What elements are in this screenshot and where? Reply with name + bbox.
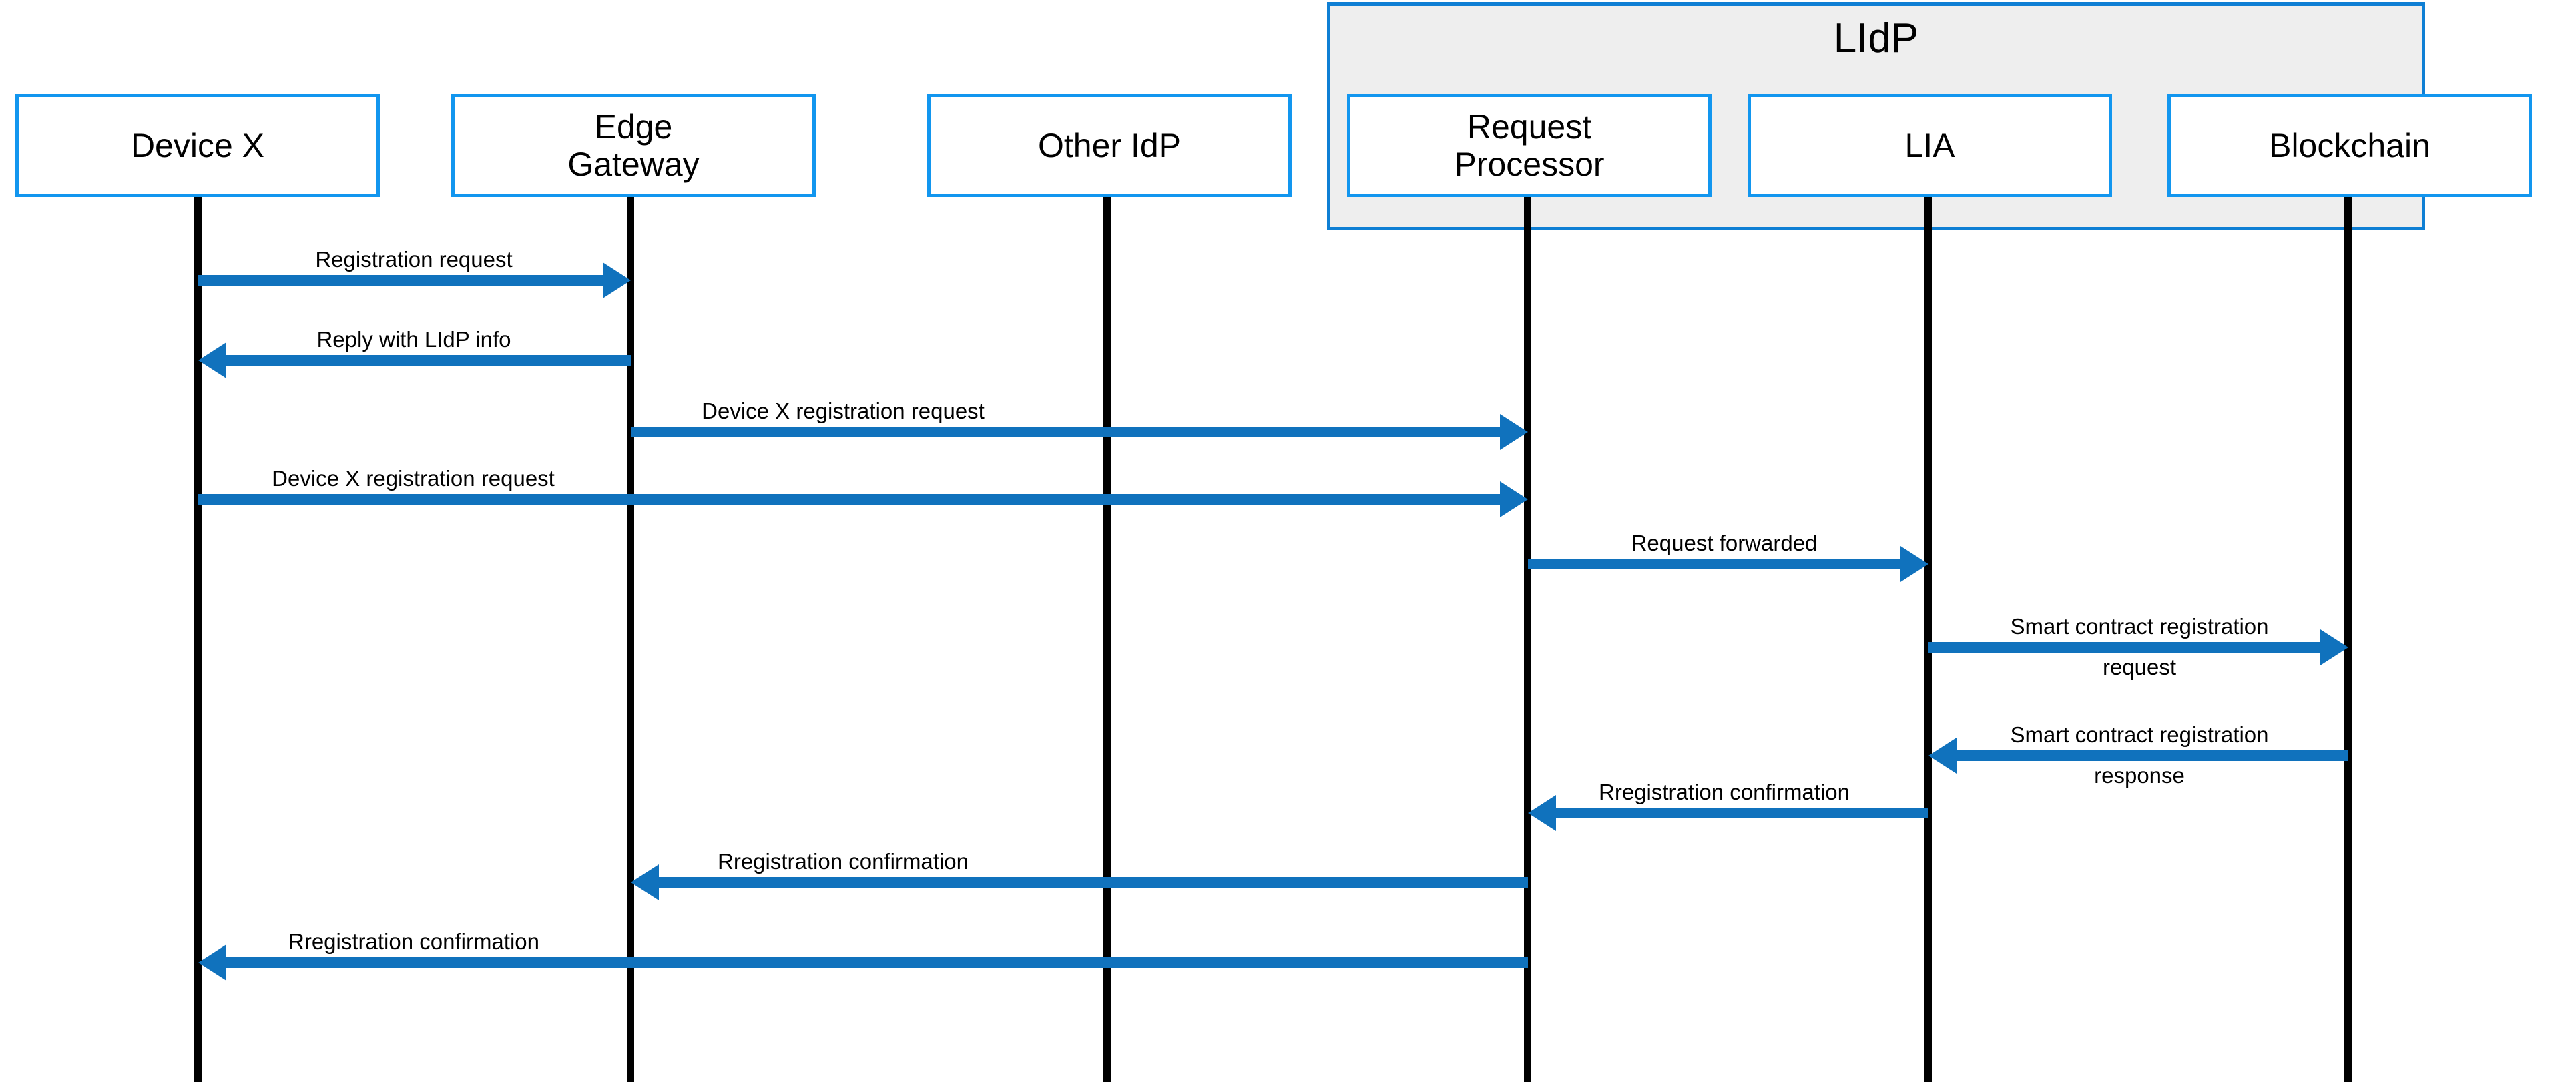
message-arrowhead [602,262,631,298]
message-label: Smart contract registration [2010,614,2269,639]
participant-lia[interactable]: LIA [1748,94,2112,197]
message-shaft [219,957,1528,968]
message-label: Device X registration request [702,398,985,424]
message-arrowhead [198,342,226,378]
lifeline-lia [1924,197,1932,1082]
participant-edge-gateway[interactable]: Edge Gateway [451,94,816,197]
participant-request-processor[interactable]: Request Processor [1347,94,1712,197]
message-label: Rregistration confirmation [718,849,969,874]
message-label: Reply with LIdP info [316,327,511,352]
message-label: Request forwarded [1631,531,1818,556]
participant-label-device-x: Device X [130,127,265,164]
message-arrowhead [1900,546,1928,582]
message-shaft [198,494,1507,505]
message-label-continued: response [2094,763,2185,788]
participant-label-blockchain: Blockchain [2269,127,2430,164]
message-shaft [1527,559,1907,569]
message-shaft [198,275,609,286]
message-arrowhead [1499,481,1528,517]
message-shaft [1949,750,2348,761]
participant-label-request-processor: Request Processor [1454,108,1605,183]
message-shaft [1928,642,2327,653]
participant-label-other-idp: Other IdP [1038,127,1181,164]
lifeline-device-x [194,197,202,1082]
lifeline-request-processor [1524,197,1531,1082]
message-arrowhead [630,864,659,900]
message-label-continued: request [2102,655,2177,680]
message-label: Rregistration confirmation [288,929,539,955]
message-shaft [652,877,1528,888]
participant-label-lia: LIA [1904,127,1955,164]
message-label: Rregistration confirmation [1599,780,1850,805]
message-arrowhead [2320,629,2348,665]
message-arrowhead [198,944,226,981]
message-shaft [219,355,631,366]
lifeline-edge-gateway [627,197,634,1082]
participant-blockchain[interactable]: Blockchain [2167,94,2532,197]
message-arrowhead [1527,795,1556,831]
message-shaft [1549,808,1928,818]
message-label: Smart contract registration [2010,722,2269,748]
message-label: Registration request [315,247,513,272]
lifeline-other-idp [1103,197,1111,1082]
lifeline-blockchain [2344,197,2352,1082]
message-label: Device X registration request [272,466,555,491]
participant-label-edge-gateway: Edge Gateway [567,108,700,183]
group-title-lidp: LIdP [1833,15,1919,61]
message-arrowhead [1928,738,1957,774]
participant-other-idp[interactable]: Other IdP [927,94,1292,197]
message-shaft [630,427,1507,437]
message-arrowhead [1499,414,1528,450]
participant-device-x[interactable]: Device X [15,94,380,197]
